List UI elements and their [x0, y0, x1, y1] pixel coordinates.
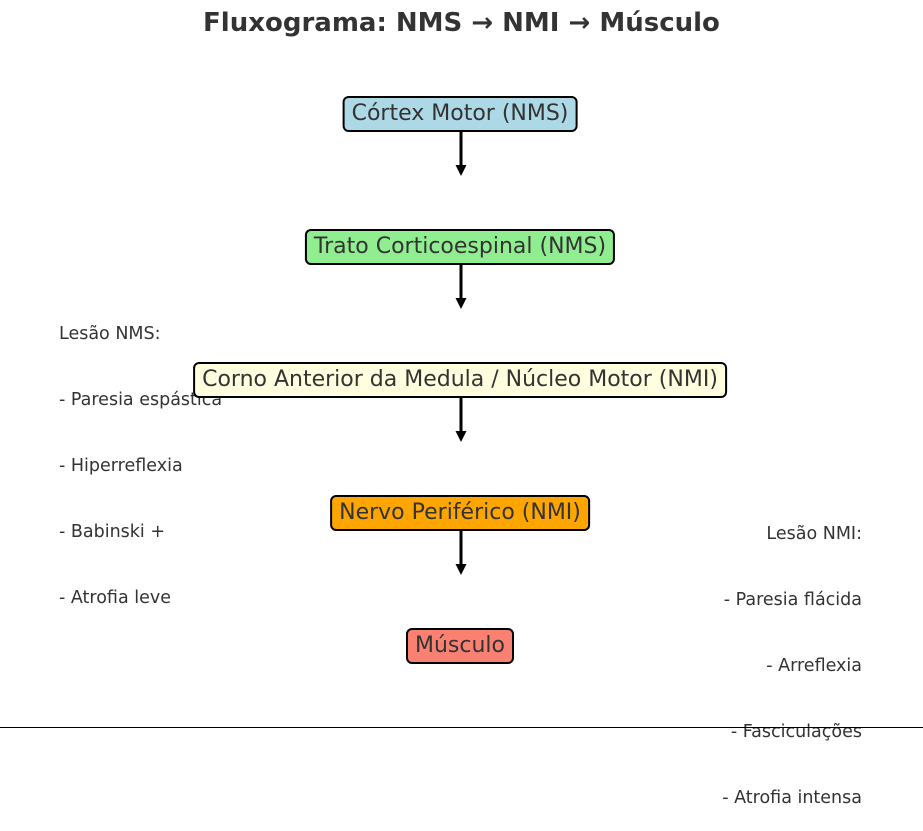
arrow-down-icon	[455, 530, 467, 575]
arrow-down-icon	[455, 131, 467, 176]
nmi-lesion-item: - Arreflexia	[766, 656, 862, 676]
nms-lesion-item: - Paresia espástica	[59, 390, 223, 410]
node-corno-anterior: Corno Anterior da Medula / Núcleo Motor …	[193, 362, 727, 398]
nms-lesion-note: Lesão NMS: - Paresia espástica - Hiperre…	[59, 279, 222, 631]
nms-lesion-item: - Babinski +	[59, 522, 166, 542]
nms-lesion-heading: Lesão NMS:	[59, 324, 161, 344]
arrow-down-icon	[455, 264, 467, 309]
node-musculo: Músculo	[406, 628, 514, 664]
nmi-lesion-item: - Atrofia intensa	[722, 788, 862, 808]
node-nervo-periferico: Nervo Periférico (NMI)	[330, 495, 590, 531]
nmi-lesion-note: Lesão NMI: - Paresia flácida - Arreflexi…	[722, 479, 862, 831]
nmi-lesion-item: - Fasciculações	[730, 722, 862, 742]
node-trato-corticoespinal: Trato Corticoespinal (NMS)	[304, 229, 616, 265]
diagram-title: Fluxograma: NMS → NMI → Músculo	[203, 8, 720, 38]
bottom-divider	[0, 727, 923, 728]
nms-lesion-item: - Hiperreflexia	[59, 456, 183, 476]
nms-lesion-item: - Atrofia leve	[59, 588, 171, 608]
arrow-down-icon	[455, 397, 467, 442]
nmi-lesion-item: - Paresia flácida	[723, 590, 862, 610]
node-cortex-motor: Córtex Motor (NMS)	[342, 96, 578, 132]
nmi-lesion-heading: Lesão NMI:	[766, 524, 862, 544]
